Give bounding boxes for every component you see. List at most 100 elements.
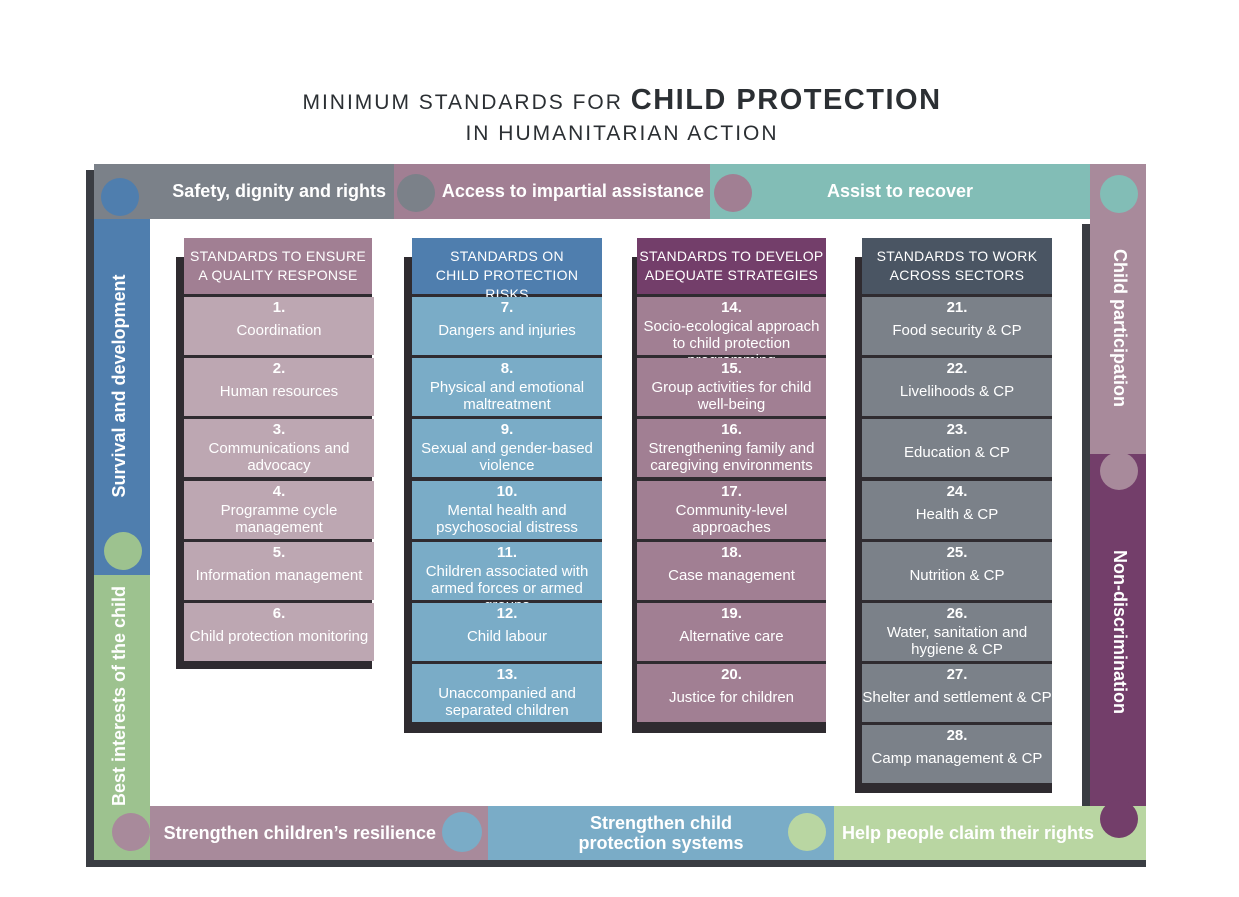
band-label: Strengthen child protection systems: [578, 813, 744, 853]
band-best-interests: [94, 575, 150, 860]
inner-edge-right: [1082, 224, 1090, 806]
standard-number: 21.: [946, 299, 968, 316]
title-emphasis: CHILD PROTECTION: [630, 84, 942, 116]
column-header-line1: STANDARDS ON: [450, 248, 564, 264]
standard-label: Human resources: [219, 383, 339, 401]
standard-card: 22. Livelihoods & CP: [862, 358, 1052, 417]
standard-card: 13.Unaccompanied and separated children: [412, 664, 602, 723]
band-claim-rights: Help people claim their rights: [834, 806, 1146, 860]
standard-number: 5.: [272, 543, 286, 561]
standard-number: 12.: [496, 605, 518, 622]
standard-number: 8.: [500, 360, 514, 378]
column-header-adequate-strategies: STANDARDS TO DEVELOP ADEQUATE STRATEGIES: [637, 238, 826, 294]
standard-label: Sexual and gender-based violence: [421, 440, 593, 475]
standard-label: Programme cycle management: [220, 501, 338, 536]
standard-card: 17.Community-level approaches: [637, 480, 826, 539]
standard-label: Nutrition & CP: [909, 566, 1005, 584]
standard-label: Case management: [668, 566, 795, 584]
standard-label: Information management: [195, 566, 363, 584]
band-access-impartial-assistance: Access to impartial assistance: [394, 164, 710, 219]
standard-label: Dangers and injuries: [438, 322, 576, 339]
standard-number: 17.: [721, 482, 742, 500]
puzzle-knob: [104, 532, 142, 570]
band-safety-dignity-rights: Safety, dignity and rights: [94, 164, 394, 219]
standard-card: 2. Human resources: [184, 358, 374, 417]
band-best-interests-label: Best interests of the child: [109, 585, 129, 807]
standard-label: Strengthening family and caregiving envi…: [648, 440, 815, 475]
standard-card: 16.Strengthening family and caregiving e…: [637, 419, 826, 478]
standard-label: Camp management & CP: [871, 750, 1043, 768]
standard-label: Water, sanitation and hygiene & CP: [886, 624, 1028, 658]
page-title: MINIMUM STANDARDS FOR CHILD PROTECTION: [0, 84, 1239, 117]
standard-card: 6.Child protection monitoring: [184, 603, 374, 661]
standard-label: Communications and advocacy: [208, 440, 350, 475]
standard-number: 27.: [946, 666, 968, 684]
standard-number: 2.: [272, 360, 286, 378]
standard-label: Physical and emotional maltreatment: [429, 379, 585, 414]
puzzle-knob: [397, 174, 435, 212]
band-child-participation-label: Child participation: [1110, 248, 1130, 407]
column-header-line1: STANDARDS TO DEVELOP: [639, 248, 824, 264]
standard-number: 23.: [946, 421, 968, 439]
standard-label: Food security & CP: [892, 322, 1022, 339]
standard-card: 8.Physical and emotional maltreatment: [412, 358, 602, 417]
band-assist-to-recover: Assist to recover: [710, 164, 1090, 219]
standard-number: 14.: [721, 299, 742, 316]
standard-card: 9.Sexual and gender-based violence: [412, 419, 602, 478]
column-header-line2: ADEQUATE STRATEGIES: [644, 267, 819, 283]
standard-label: Child protection monitoring: [189, 628, 369, 645]
standard-number: 7.: [500, 299, 514, 316]
standard-card: 19.Alternative care: [637, 603, 826, 661]
standard-label: Group activities for child well-being: [651, 379, 812, 414]
standard-number: 26.: [946, 605, 968, 622]
standard-card: 15.Group activities for child well-being: [637, 358, 826, 417]
band-non-discrimination-label: Non-discrimination: [1110, 549, 1130, 714]
standard-card: 10.Mental health and psychosocial distre…: [412, 480, 602, 539]
standard-number: 28.: [946, 727, 968, 745]
standard-card: 26. Water, sanitation and hygiene & CP: [862, 603, 1052, 661]
band-survival-development-label: Survival and development: [109, 274, 129, 498]
band-survival-development: [94, 219, 150, 575]
standard-label: Alternative care: [679, 628, 784, 645]
standard-card: 5. Information management: [184, 541, 374, 600]
frame-shadow-left: [86, 170, 94, 866]
standard-number: 22.: [946, 360, 968, 378]
column-header-line1: STANDARDS TO WORK: [876, 248, 1038, 264]
band-label: Safety, dignity and rights: [172, 181, 386, 201]
band-label: Strengthen children’s resilience: [163, 822, 436, 843]
band-non-discrimination: [1090, 454, 1146, 806]
standard-card: 3.Communications and advocacy: [184, 419, 374, 478]
standard-card: 27. Shelter and settlement & CP: [862, 664, 1052, 723]
standard-number: 15.: [721, 360, 742, 378]
standard-label: Community-level approaches: [675, 501, 788, 536]
column-header-line2: A QUALITY RESPONSE: [198, 267, 358, 283]
standard-card: 23. Education & CP: [862, 419, 1052, 478]
column-header-line2: ACROSS SECTORS: [889, 267, 1025, 283]
standard-label: Education & CP: [904, 444, 1010, 462]
page-subtitle: IN HUMANITARIAN ACTION: [465, 122, 779, 145]
standard-number: 25.: [946, 543, 968, 561]
column-header-child-protection-risks: STANDARDS ON CHILD PROTECTION RISKS: [412, 238, 602, 302]
standard-number: 3.: [272, 421, 286, 439]
standard-number: 16.: [721, 421, 742, 439]
standard-card: 24. Health & CP: [862, 480, 1052, 539]
standard-label: Child labour: [466, 628, 548, 645]
standard-number: 20.: [721, 666, 742, 684]
standard-label: Coordination: [236, 322, 322, 339]
standard-label: Shelter and settlement & CP: [862, 689, 1052, 707]
puzzle-knob: [1100, 175, 1138, 213]
standard-label: Health & CP: [915, 505, 999, 523]
standard-number: 13.: [496, 666, 518, 684]
puzzle-knob: [442, 812, 482, 852]
standard-label: Livelihoods & CP: [899, 383, 1015, 401]
standard-number: 11.: [496, 543, 518, 561]
standard-card: 25. Nutrition & CP: [862, 541, 1052, 600]
column-header-quality-response: STANDARDS TO ENSURE A QUALITY RESPONSE: [184, 238, 372, 294]
column-header-across-sectors: STANDARDS TO WORK ACROSS SECTORS: [862, 238, 1052, 294]
standard-label: Justice for children: [668, 689, 795, 707]
standard-card: 28. Camp management & CP: [862, 725, 1052, 784]
standard-card: 18.Case management: [637, 541, 826, 600]
standard-card: 14.Socio-ecological approach to child pr…: [637, 297, 826, 369]
frame-shadow-bottom: [86, 860, 1146, 867]
standard-number: 24.: [946, 482, 968, 500]
